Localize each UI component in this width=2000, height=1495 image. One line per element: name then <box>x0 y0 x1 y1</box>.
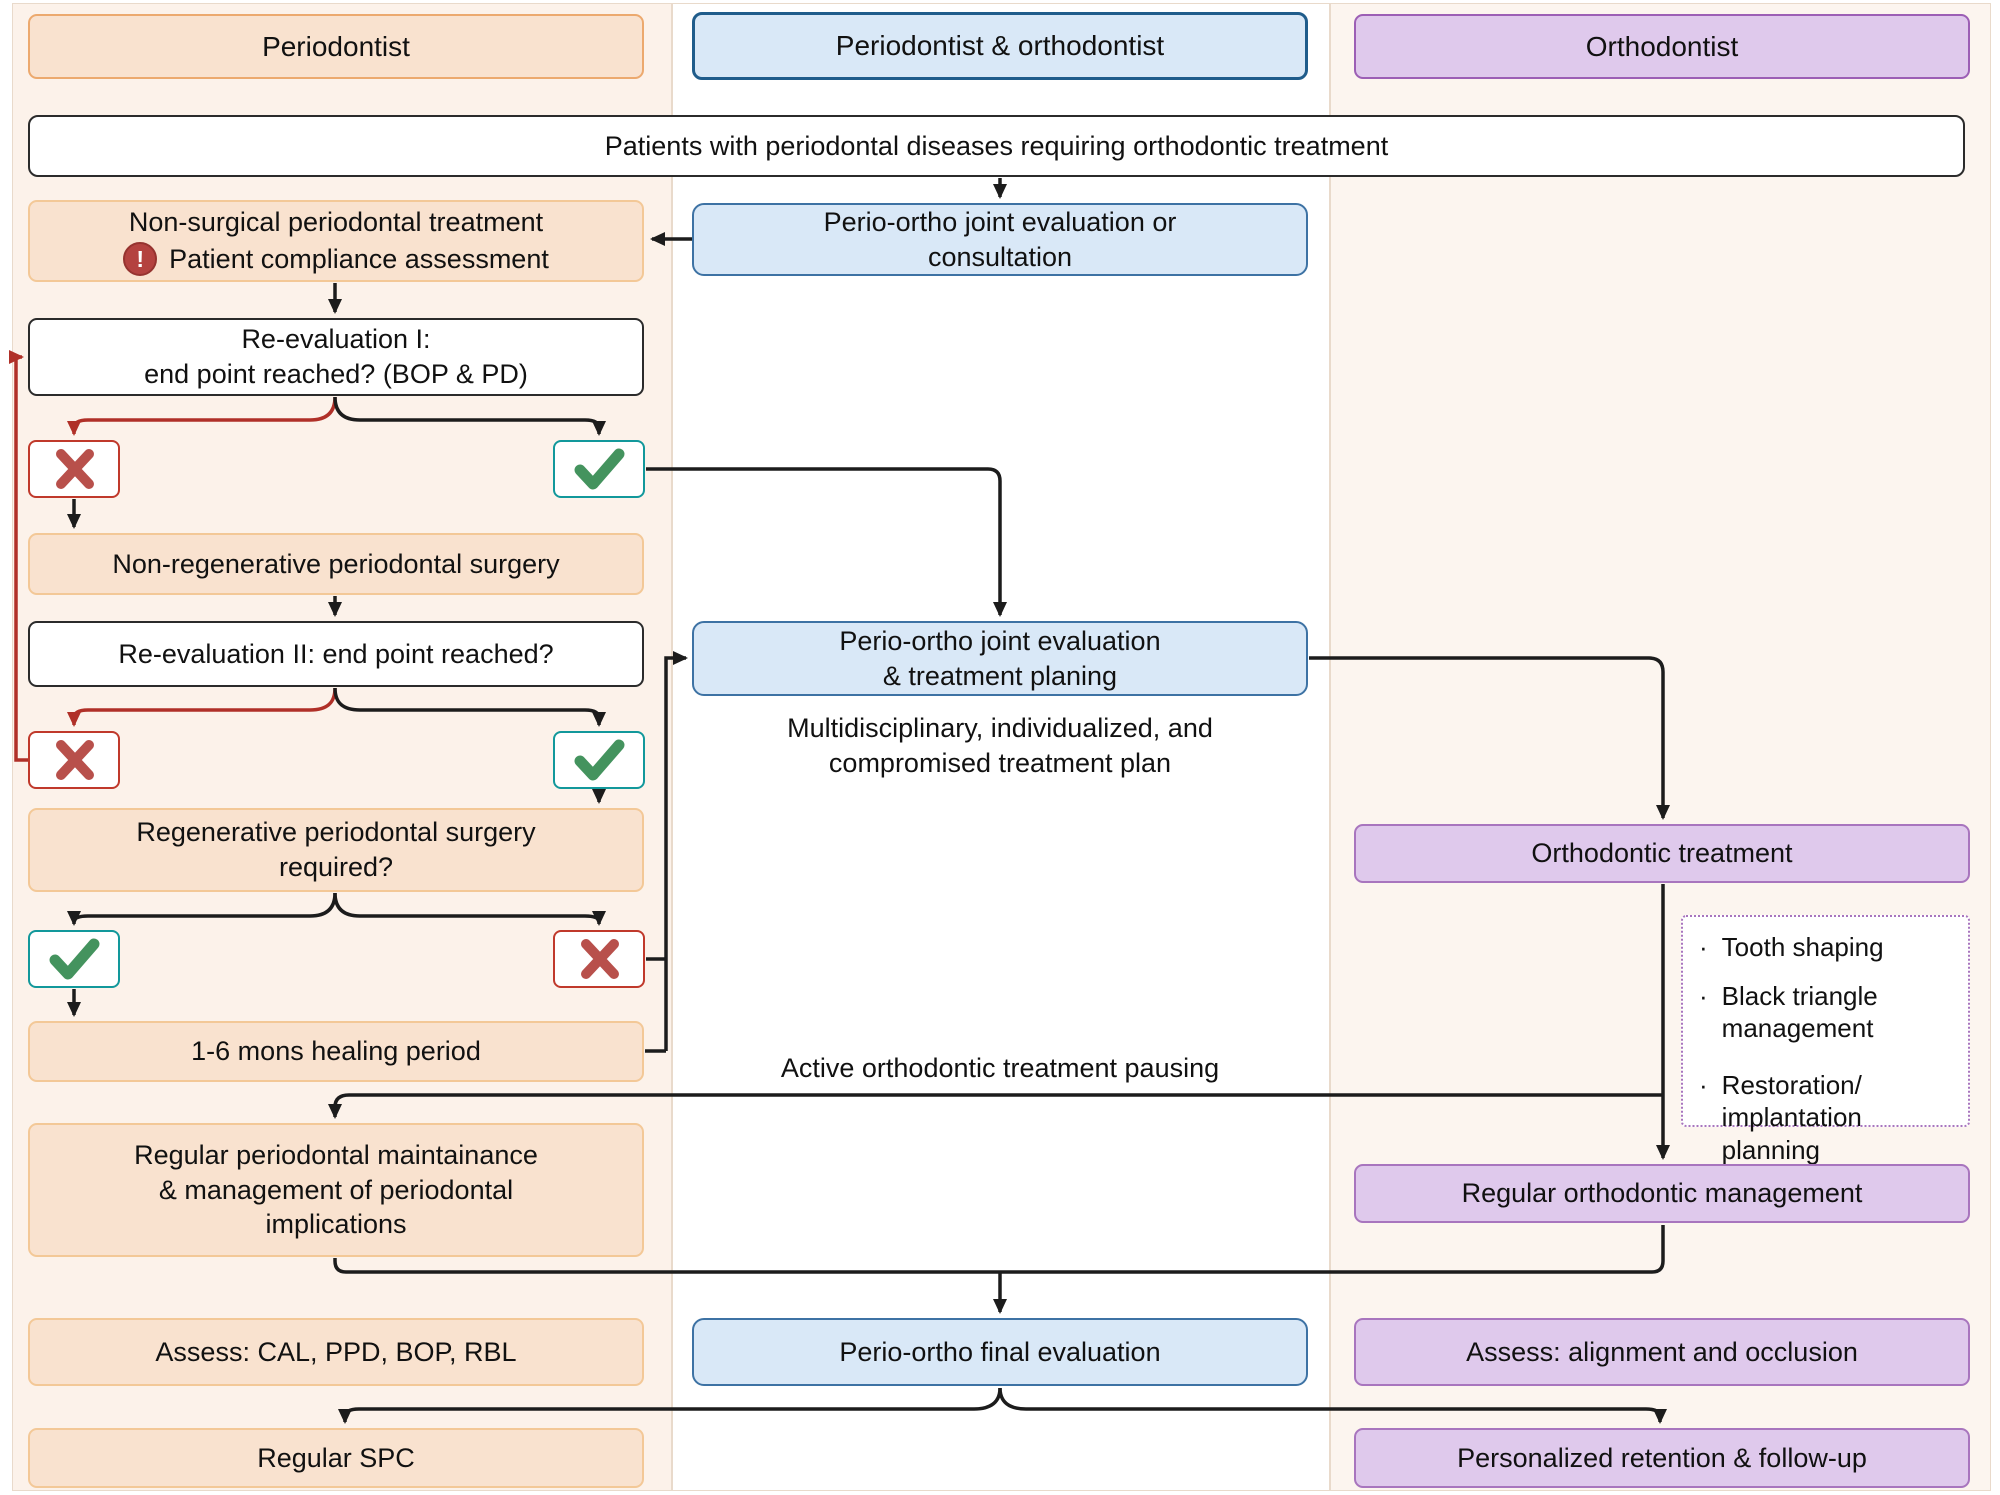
node-final-evaluation: Perio-ortho final evaluation <box>692 1318 1308 1386</box>
bullet-icon: · <box>1699 932 1708 962</box>
non-surgical-label: Non-surgical periodontal treatment <box>128 207 544 238</box>
list-item-label: Tooth shaping <box>1721 932 1884 962</box>
decision-yes-2 <box>553 731 645 789</box>
branch-reeval1-no <box>67 396 337 436</box>
branch-finaleval-to-retention <box>998 1387 1667 1424</box>
decision-yes-3 <box>28 930 120 988</box>
feedback-no2-to-reeval1 <box>9 350 28 762</box>
decision-no-1 <box>28 440 120 498</box>
decision-no-2 <box>28 731 120 789</box>
cross-icon <box>56 740 94 780</box>
line-yes1-to-jointplanning <box>646 467 1007 617</box>
column-header-orthodontist: Orthodontist <box>1354 14 1970 79</box>
node-regenerative-surgery-question: Regenerative periodontal surgery require… <box>28 808 644 892</box>
node-regular-spc: Regular SPC <box>28 1428 644 1488</box>
compliance-label: Patient compliance assessment <box>169 244 549 274</box>
node-non-regenerative-surgery: Non-regenerative periodontal surgery <box>28 533 644 595</box>
cross-icon <box>56 449 94 489</box>
orthodontic-options-list: · Tooth shaping · Black triangle managem… <box>1681 915 1970 1165</box>
multidisciplinary-note: Multidisciplinary, individualized, and c… <box>787 713 1213 778</box>
compliance-row: ! Patient compliance assessment <box>123 242 549 277</box>
check-icon <box>49 938 100 980</box>
branch-reeval2-yes <box>333 687 606 727</box>
branch-finaleval-to-spc <box>338 1387 1002 1424</box>
pausing-note: Active orthodontic treatment pausing <box>780 1052 1220 1083</box>
node-retention-followup: Personalized retention & follow-up <box>1354 1428 1970 1488</box>
list-item: · Black triangle management <box>1699 980 1956 1045</box>
node-re-evaluation-2: Re-evaluation II: end point reached? <box>28 621 644 687</box>
branch-reeval2-no <box>67 687 337 727</box>
riser-to-jointplanning <box>664 651 688 1051</box>
orthodontist-column-panel <box>1330 3 1991 1491</box>
cross-icon <box>581 939 619 979</box>
node-periodontal-maintenance: Regular periodontal maintainance & manag… <box>28 1123 644 1257</box>
node-assess-periodontal: Assess: CAL, PPD, BOP, RBL <box>28 1318 644 1386</box>
node-re-evaluation-1: Re-evaluation I: end point reached? (BOP… <box>28 318 644 396</box>
decision-no-3 <box>553 930 645 988</box>
check-icon <box>574 739 625 781</box>
node-assess-orthodontic: Assess: alignment and occlusion <box>1354 1318 1970 1386</box>
node-patients: Patients with periodontal diseases requi… <box>28 115 1965 177</box>
branch-regen-yes <box>67 892 337 926</box>
node-non-surgical-treatment: Non-surgical periodontal treatment ! Pat… <box>28 200 644 282</box>
list-item: · Restoration/ implantation planning <box>1699 1069 1956 1167</box>
column-header-periodontist-orthodontist: Periodontist & orthodontist <box>692 12 1308 80</box>
bullet-icon: · <box>1699 980 1708 1011</box>
node-orthodontic-management: Regular orthodontic management <box>1354 1164 1970 1223</box>
node-orthodontic-treatment: Orthodontic treatment <box>1354 824 1970 883</box>
node-joint-consultation: Perio-ortho joint evaluation or consulta… <box>692 203 1308 276</box>
pausing-line-to-maintenance <box>328 1093 1663 1119</box>
line-jointplanning-to-orthotreatment <box>1309 656 1670 820</box>
check-icon <box>574 448 625 490</box>
column-header-periodontist: Periodontist <box>28 14 644 79</box>
alert-icon: ! <box>123 242 158 277</box>
decision-yes-1 <box>553 440 645 498</box>
branch-regen-no <box>333 892 606 926</box>
node-joint-planning: Perio-ortho joint evaluation & treatment… <box>692 621 1308 696</box>
list-item: · Tooth shaping <box>1699 931 1956 964</box>
list-item-label: Restoration/ implantation planning <box>1721 1069 1862 1165</box>
node-healing-period: 1-6 mons healing period <box>28 1021 644 1082</box>
branch-reeval1-yes <box>333 396 606 436</box>
bullet-icon: · <box>1699 1069 1708 1100</box>
list-item-label: Black triangle management <box>1721 980 1878 1044</box>
